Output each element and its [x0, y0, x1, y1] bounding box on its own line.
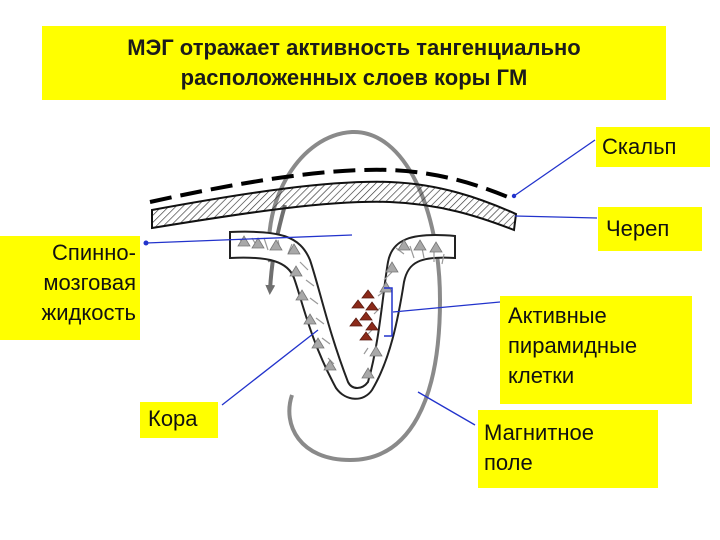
label-scalp: Скальп: [596, 127, 710, 167]
skull-band: [151, 180, 518, 232]
label-magnetic-field: Магнитное поле: [478, 410, 658, 488]
active-pyramidal-cells: [349, 289, 379, 341]
label-skull: Череп: [598, 207, 702, 251]
page-title: МЭГ отражает активность тангенциально ра…: [127, 35, 581, 90]
pointer-lines: [145, 139, 598, 426]
scalp-line: [149, 167, 516, 204]
title-box: МЭГ отражает активность тангенциально ра…: [42, 26, 666, 100]
label-cortex: Кора: [140, 402, 218, 438]
magnetic-field-loop: [266, 129, 443, 463]
label-csf: Спинно- мозговая жидкость: [0, 236, 140, 340]
label-pyramidal-cells: Активные пирамидные клетки: [500, 296, 692, 404]
pyramidal-cells: [237, 235, 443, 379]
active-cells-bracket: [384, 287, 393, 337]
cortex-fold: [229, 230, 456, 400]
